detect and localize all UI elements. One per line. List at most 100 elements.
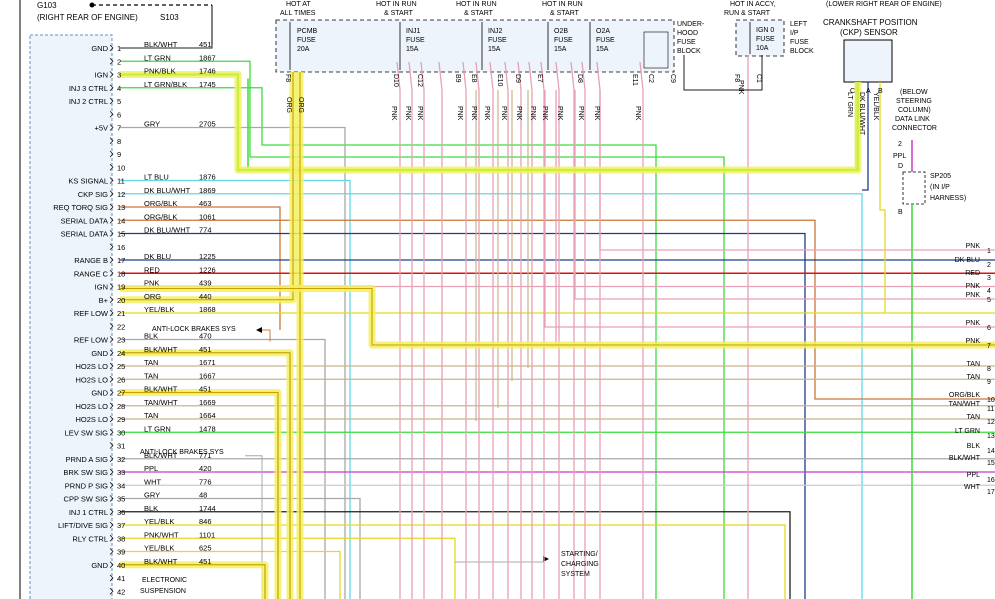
pin-circuit: 1669: [199, 398, 216, 407]
pin-circuit: 451: [199, 557, 212, 566]
pin-number: 27: [117, 389, 125, 398]
wire-fuse-pnk: [555, 61, 560, 599]
pin-wire-color: PNK: [144, 279, 159, 288]
wire-yelblk-846: [120, 524, 786, 599]
ckp-wire-yelblk: YEL/BLK: [872, 92, 879, 121]
pin-signal: HO2S LO: [75, 415, 108, 424]
pin-circuit: 1664: [199, 411, 216, 420]
wire-fuse-pnk: [396, 61, 401, 599]
pin-number: 39: [117, 548, 125, 557]
pin-chevron: [109, 468, 114, 476]
pin-number: 14: [117, 216, 125, 225]
charging-ref: STARTING/ CHARGING SYSTEM: [561, 551, 599, 578]
pin-signal: LIFT/DIVE SIG: [58, 521, 108, 530]
pin-wire-color: LT GRN/BLK: [144, 80, 187, 89]
hl-pnk-out7-core: [120, 287, 995, 346]
pin-chevron: [109, 402, 114, 409]
output-wire-color: TAN/WHT: [949, 401, 981, 408]
pin-number: 37: [117, 521, 125, 530]
pin-signal: HO2S LO: [75, 375, 108, 384]
fuse-pin-label: F8: [284, 74, 291, 82]
hl-ign-green: [120, 73, 860, 172]
left-ip-fuse-block: [735, 19, 785, 57]
output-number: 1: [987, 248, 991, 255]
pin-chevron: [109, 442, 114, 449]
pin-number: 2: [117, 57, 121, 66]
fuse-wire-label: PNK: [515, 106, 522, 121]
pin-wire-color: DK BLU: [144, 252, 171, 261]
pcm-pin-row: 10: [109, 163, 125, 172]
svg-text:BLOCK: BLOCK: [677, 48, 701, 55]
pin-wire-color: GRY: [144, 491, 160, 500]
pin-chevron: [109, 482, 114, 489]
fuse-wire-label: PNK: [390, 106, 397, 121]
svg-text:(IN I/P: (IN I/P: [930, 184, 950, 191]
arrow-abs-1: [256, 327, 262, 333]
underhood-fuse-block-label: UNDER- HOOD FUSE BLOCK: [677, 21, 705, 55]
wire-gry-5v: [120, 126, 346, 599]
pin-wire-color: BLK/WHT: [144, 451, 178, 460]
pcm-pin-row: 8: [109, 137, 121, 146]
output-wire-color: PNK: [966, 320, 981, 327]
pin-circuit: 1226: [199, 265, 216, 274]
fuse-wire-label: PNK: [404, 106, 411, 121]
svg-text:CONNECTOR: CONNECTOR: [892, 125, 937, 132]
pin-circuit: 1667: [199, 371, 216, 380]
svg-text:FUSE: FUSE: [406, 37, 425, 44]
data-link-connector-label: (BELOW STEERING COLUMN) DATA LINK CONNEC…: [892, 89, 937, 132]
pin-circuit: 440: [199, 292, 212, 301]
hot-run-b-1: HOT IN RUN: [456, 1, 497, 8]
fuse-pin-label: C9: [669, 74, 676, 83]
pin-circuit: 1869: [199, 186, 216, 195]
svg-text:ELECTRONIC: ELECTRONIC: [142, 577, 187, 584]
pin-number: 3: [117, 71, 121, 80]
abs-ref-2: ANTI-LOCK BRAKES SYS: [140, 449, 224, 456]
pin-circuit: 470: [199, 332, 212, 341]
wire-fuse-pnk: [570, 61, 575, 599]
fuse-pin-label: C2: [647, 74, 654, 83]
pin-chevron: [109, 243, 114, 250]
svg-text:15A: 15A: [596, 46, 609, 53]
hl-b-plus-core: [120, 72, 294, 301]
pin-number: 15: [117, 230, 125, 239]
pin-signal: INJ 2 CTRL: [69, 97, 108, 106]
svg-text:I/P: I/P: [790, 30, 799, 37]
ckp-title-1: CRANKSHAFT POSITION: [823, 18, 918, 27]
pin-number: 23: [117, 336, 125, 345]
pin-circuit: 771: [199, 451, 212, 460]
pin-chevron: [109, 508, 114, 515]
pin-number: 40: [117, 561, 125, 570]
svg-text:20A: 20A: [297, 46, 310, 53]
fuse-pin-label: D8: [576, 74, 583, 83]
pin-chevron: [109, 111, 114, 118]
left-ip-fuse-block-label: LEFT I/P FUSE BLOCK: [790, 21, 814, 55]
wire-fuse-pnk: [517, 61, 522, 599]
pin-number: 30: [117, 428, 125, 437]
pin-number: 25: [117, 362, 125, 371]
pin-wire-color: PPL: [144, 464, 158, 473]
hot-all-times-2: ALL TIMES: [280, 10, 316, 17]
pin-circuit: 1867: [199, 53, 216, 62]
pin-chevron: [109, 217, 114, 224]
pin-circuit: 451: [199, 345, 212, 354]
pin-wire-color: BLK: [144, 504, 158, 513]
pin-signal: PRND P SIG: [65, 481, 108, 490]
pin-chevron: [109, 71, 114, 78]
svg-text:COLUMN): COLUMN): [898, 107, 931, 114]
fuse-wire-label: PNK: [529, 106, 536, 121]
wire-ckp-yelblk: [879, 82, 886, 313]
pin-circuit: 1745: [199, 80, 216, 89]
pin-circuit: 1876: [199, 173, 216, 182]
